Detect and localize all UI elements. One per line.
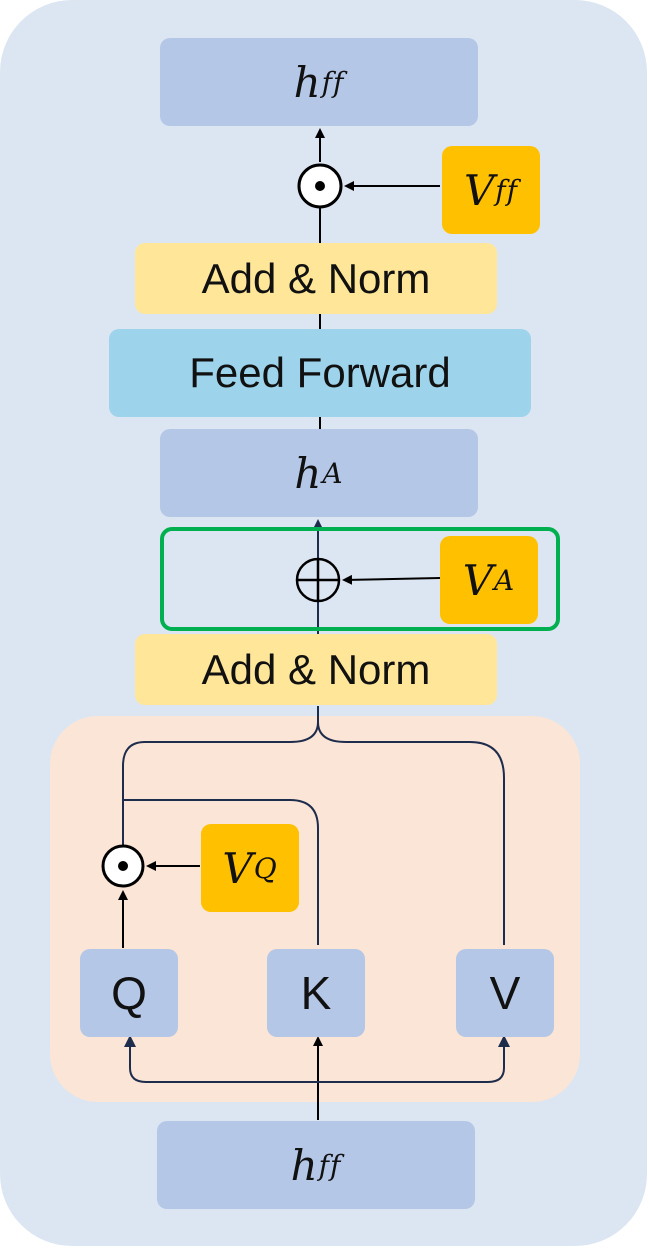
attention-merge-left [122,706,319,845]
feed-forward-label: Feed Forward [189,349,451,396]
key-label: K [300,967,332,1019]
add-norm-bottom: Add & Norm [135,634,497,705]
highlight-frame [160,527,560,631]
input-subscript: ff [318,1148,342,1182]
arrow-v-a [342,574,441,585]
elementwise-product-icon-top [297,163,343,209]
value-block: V [456,949,554,1037]
query-label: Q [111,967,147,1019]
attention-merge-right [317,721,505,945]
h-a-symbol: h [294,448,323,498]
v-ff-subscript: ff [495,173,519,207]
query-block: Q [80,949,178,1037]
value-label: V [489,967,521,1019]
attention-merge-k [123,799,319,945]
v-q-subscript: Q [253,851,278,885]
output-symbol: h [293,57,322,107]
input-branch [129,1060,505,1083]
v-q-symbol: V [222,843,254,893]
v-a-subscript: A [494,563,516,597]
add-norm-top-label: Add & Norm [201,254,431,302]
addition-icon [295,557,341,603]
add-norm-bottom-label: Add & Norm [201,645,431,693]
v-a-symbol: V [462,555,495,605]
feed-forward-block: Feed Forward [109,329,531,417]
input-symbol: h [290,1140,319,1190]
elementwise-product-icon-query [101,844,145,888]
h-a-subscript: A [322,456,344,490]
key-block: K [267,949,365,1037]
v-ff-symbol: V [463,165,496,215]
add-norm-top: Add & Norm [135,243,497,314]
output-subscript: ff [321,65,345,99]
